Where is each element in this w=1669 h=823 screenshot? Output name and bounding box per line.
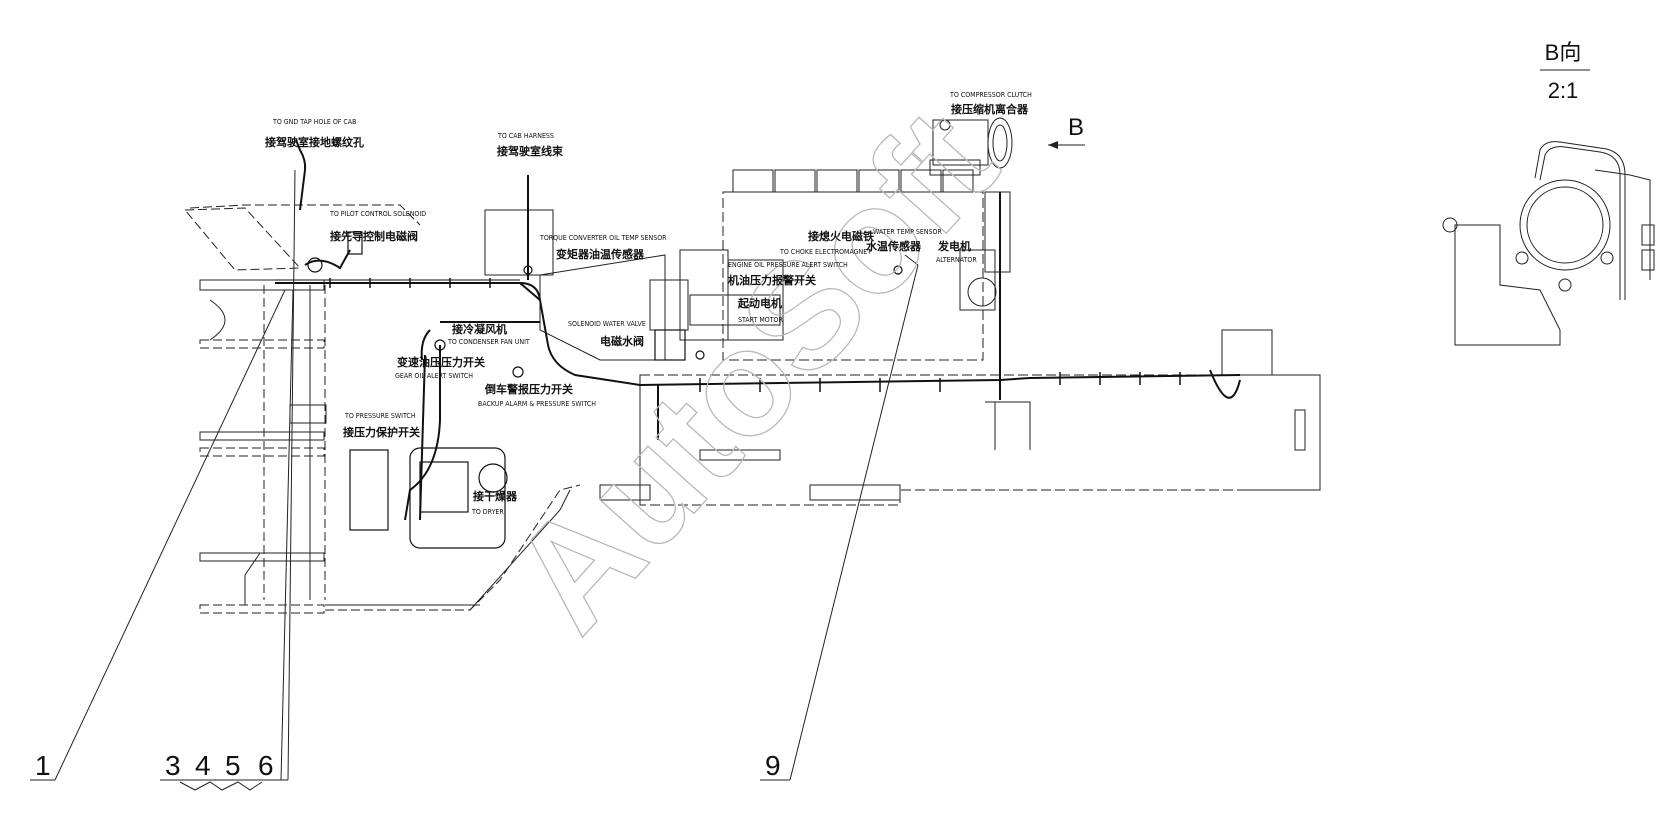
label-gear-en: GEAR OIL ALERT SWITCH (395, 372, 473, 380)
callout-1: 1 (35, 750, 51, 781)
callout-5: 5 (225, 750, 241, 781)
frame-outline (183, 204, 581, 614)
harness-connectors (329, 278, 1181, 392)
label-gnd-zh: 接驾驶室接地螺纹孔 (265, 135, 364, 149)
component-symbols (307, 231, 903, 549)
label-condenser-zh: 接冷凝风机 (452, 322, 507, 336)
label-alt-zh: 发电机 (937, 239, 971, 253)
label-pressure-en: TO PRESSURE SWITCH (344, 412, 416, 420)
label-dryer-zh: 接干燥器 (473, 489, 518, 503)
label-engine-oil-en: ENGINE OIL PRESSURE ALERT SWITCH (728, 261, 848, 269)
callout-6: 6 (258, 750, 274, 781)
backup-switch-icon (512, 366, 524, 378)
pressure-switch-icon (349, 449, 389, 531)
view-arrow-label: B (1068, 114, 1084, 141)
label-cab-zh: 接驾驶室线束 (497, 144, 564, 158)
label-comp-en: TO COMPRESSOR CLUTCH (949, 91, 1032, 99)
label-start-zh: 起动电机 (737, 296, 782, 310)
label-gnd-en: TO GND TAP HOLE OF CAB (272, 118, 356, 126)
label-dryer-en: TO DRYER (471, 508, 504, 516)
view-b-detail (1442, 141, 1655, 346)
solenoid-body-icon (347, 231, 363, 255)
label-choke-en: TO CHOKE ELECTROMAGNET (779, 248, 871, 256)
harness-trunk (275, 139, 1241, 521)
label-cab-en: TO CAB HARNESS (497, 132, 554, 140)
label-solenoid-zh: 电磁水阀 (600, 334, 644, 348)
callout-9: 9 (765, 750, 781, 781)
label-engine-oil-zh: 机油压力报警开关 (728, 273, 816, 287)
water-valve-icon (654, 329, 686, 361)
gear-switch-icon (434, 339, 446, 351)
view-scale: 2:1 (1548, 78, 1579, 103)
label-gear-zh: 变速油压压力开关 (397, 355, 485, 369)
label-tc-zh: 变矩器油温传感器 (556, 247, 645, 261)
view-title: B向 (1545, 40, 1582, 65)
label-tc-en: TORQUE CONVERTER OIL TEMP SENSOR (539, 234, 667, 242)
label-pilot-en: TO PILOT CONTROL SOLENOID (329, 210, 426, 218)
engine-assembly (484, 169, 1321, 506)
tc-sensor-icon (523, 265, 533, 275)
label-pilot-zh: 接先导控制电磁阀 (330, 229, 418, 243)
label-condenser-en: TO CONDENSER FAN UNIT (447, 338, 530, 346)
callout-4: 4 (195, 750, 211, 781)
label-start-en: START MOTOR (738, 316, 784, 324)
label-alt-en: ALTERNATOR (936, 256, 977, 264)
dryer-icon (409, 447, 506, 549)
label-water-en: WATER TEMP SENSOR (873, 228, 943, 236)
callout-3: 3 (165, 750, 181, 781)
water-temp-sensor-icon (893, 265, 903, 275)
label-comp-zh: 接压缩机离合器 (951, 102, 1029, 116)
label-pressure-zh: 接压力保护开关 (343, 425, 420, 439)
view-arrow-icon (1048, 141, 1058, 149)
leader-lines (30, 169, 919, 791)
label-backup-en: BACKUP ALARM & PRESSURE SWITCH (478, 400, 596, 408)
label-water-zh: 水温传感器 (866, 239, 922, 253)
compressor-unit (929, 117, 1013, 176)
watermark: AutoSoft (479, 79, 1027, 662)
label-backup-zh: 倒车警报压力开关 (484, 382, 573, 396)
label-choke-zh: 接熄火电磁铁 (808, 229, 874, 243)
label-solenoid-en: SOLENOID WATER VALVE (568, 320, 646, 328)
pilot-solenoid-icon (307, 257, 323, 273)
